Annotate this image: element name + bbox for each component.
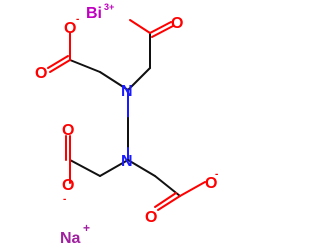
oxygen-right-upper: O xyxy=(171,15,183,32)
oxygen-top-left-charge: - xyxy=(76,14,79,25)
oxygen-bottom-left: O xyxy=(62,177,74,194)
bond-ch2-c-left-lower xyxy=(69,159,101,177)
oxygen-bottom-right: O xyxy=(205,175,217,192)
bond-c-o-right-upper-2 xyxy=(151,25,174,38)
bond-c-o-top-mid xyxy=(129,19,151,34)
bismuth-charge: 3+ xyxy=(104,2,114,12)
nitrogen-lower: N xyxy=(121,153,133,170)
bond-c-o-left-upper-2 xyxy=(47,55,69,69)
oxygen-bottom-mid: O xyxy=(145,209,157,226)
bond-n-ch2-left-upper xyxy=(99,71,129,91)
bismuth-label: Bi xyxy=(86,5,102,22)
bond-n-ch2-left-lower xyxy=(99,159,129,177)
bond-c-o-bottom-right xyxy=(179,181,206,197)
bond-c-o-bottom-mid-1 xyxy=(157,195,181,211)
sodium-label: Na xyxy=(60,230,81,247)
oxygen-left-lower: O xyxy=(62,122,74,139)
bond-n-ch2-right-upper xyxy=(127,67,151,91)
bond-ch2-c-left-upper xyxy=(69,59,101,73)
bond-c-o-right-upper-1 xyxy=(149,21,172,34)
chemical-structure: Bi 3+ O - O O N N O O - O O - Na + xyxy=(35,2,218,247)
bond-c-o-bottom-mid-2 xyxy=(154,192,177,208)
bond-c-o-left-upper-1 xyxy=(49,59,71,73)
nitrogen-upper: N xyxy=(121,83,133,100)
oxygen-top-left: O xyxy=(64,20,76,37)
oxygen-bottom-right-charge: - xyxy=(215,169,218,180)
oxygen-left-upper: O xyxy=(35,65,47,82)
bond-n-ch2-right-lower xyxy=(127,159,156,177)
oxygen-bottom-left-charge: - xyxy=(63,194,66,205)
sodium-charge: + xyxy=(83,221,90,235)
